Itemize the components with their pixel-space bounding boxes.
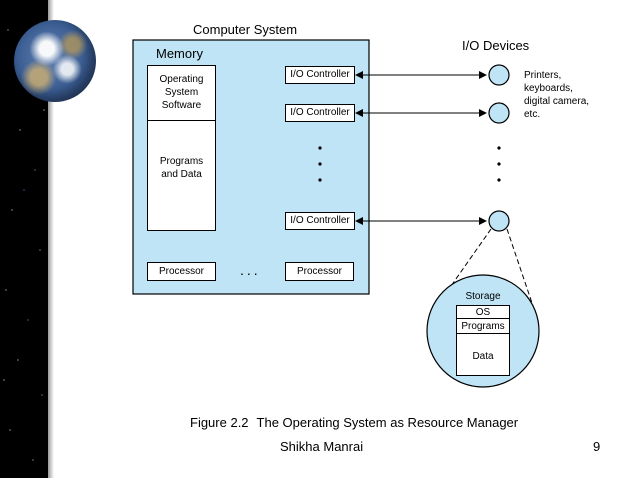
earth-image xyxy=(14,20,96,102)
panel-shadow xyxy=(48,0,54,478)
programs-data-line: and Data xyxy=(161,169,202,180)
os-software-line: Operating xyxy=(159,74,204,85)
computer-system-title: Computer System xyxy=(193,22,298,37)
io-controller-box-2 xyxy=(285,104,355,122)
programs-data-label: Programs and Data xyxy=(147,155,216,181)
page-number: 9 xyxy=(593,439,601,454)
device-note-line: Printers, xyxy=(524,70,562,81)
device-dot xyxy=(497,146,501,150)
os-software-label: Operating System Software xyxy=(147,73,216,112)
processor-label: Processor xyxy=(158,266,204,277)
device-note-line: keyboards, xyxy=(524,83,573,94)
device-note: Printers, keyboards, digital camera, etc… xyxy=(524,69,589,121)
io-controller-box-1 xyxy=(285,66,355,84)
os-software-line: Software xyxy=(161,100,202,111)
processor-box-1 xyxy=(147,262,216,281)
device-dot xyxy=(497,162,501,166)
processor-ellipsis: ... xyxy=(240,262,261,278)
io-device-2 xyxy=(488,102,510,124)
figure-title: The Operating System as Resource Manager xyxy=(256,415,519,430)
io-device-3 xyxy=(488,210,510,232)
io-controller-label-1: I/O Controller xyxy=(290,69,350,80)
device-note-line: digital camera, xyxy=(524,96,590,107)
os-software-line: System xyxy=(164,87,199,98)
storage-programs-label: Programs xyxy=(461,321,505,332)
controller-dot xyxy=(318,146,322,150)
storage-os-label: OS xyxy=(475,307,491,318)
programs-data-line: Programs xyxy=(159,156,204,167)
processor-label-2: Processor xyxy=(296,266,342,277)
storage-title: Storage xyxy=(465,291,501,302)
storage-data-label: Data xyxy=(472,351,494,362)
io-controller-label-2: I/O Controller xyxy=(290,107,350,118)
device-note-line: etc. xyxy=(524,109,541,120)
io-device-1 xyxy=(488,64,510,86)
controller-dot xyxy=(318,178,322,182)
storage-programs-cell xyxy=(456,318,510,334)
io-controller-box-3 xyxy=(285,212,355,230)
figure-caption: Figure 2.2 The Operating System as Resour… xyxy=(190,415,518,430)
io-devices-title: I/O Devices xyxy=(462,38,530,53)
device-dot xyxy=(497,178,501,182)
zoom-line-right xyxy=(506,228,534,307)
io-controller-label-3: I/O Controller xyxy=(290,215,350,226)
os-software-cell xyxy=(147,65,216,121)
processor-box-2 xyxy=(285,262,354,281)
memory-title: Memory xyxy=(156,46,203,61)
footer-author: Shikha Manrai xyxy=(280,439,364,454)
controller-dot xyxy=(318,162,322,166)
figure-number: Figure 2.2 xyxy=(190,415,249,430)
